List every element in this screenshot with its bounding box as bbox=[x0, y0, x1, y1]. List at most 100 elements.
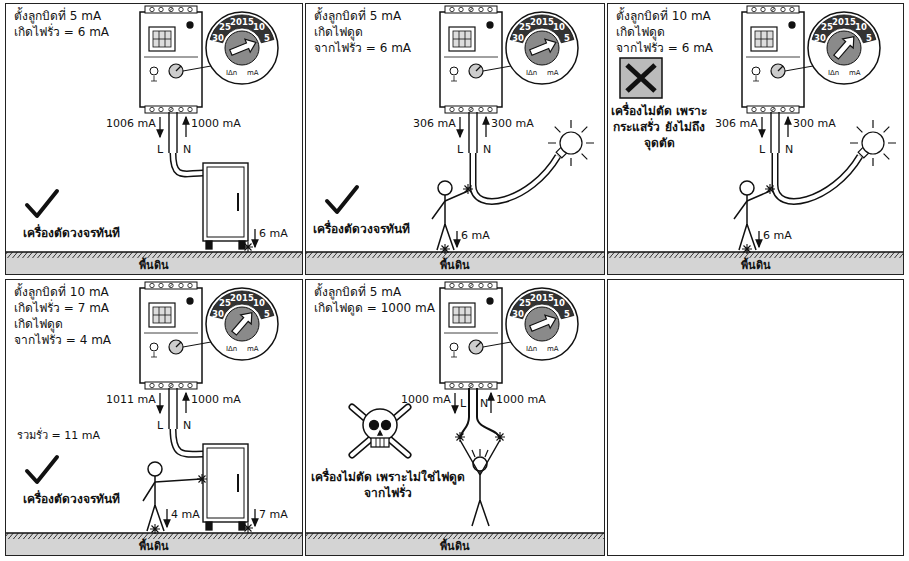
cable bbox=[473, 153, 558, 201]
dial-number: 30 bbox=[814, 33, 826, 44]
current-label: 1000 mA bbox=[496, 393, 546, 407]
ground-band: พื้นดิน bbox=[306, 252, 604, 274]
panel-leak-trip bbox=[27, 191, 57, 216]
dial-number: 10 bbox=[253, 298, 265, 309]
current-label: 6 mA bbox=[259, 227, 288, 241]
ground-label: พื้นดิน bbox=[306, 533, 604, 554]
dial-number: 5 bbox=[564, 33, 570, 44]
current-label: L bbox=[457, 143, 463, 157]
dial-number: 20 bbox=[832, 17, 844, 28]
current-label: N bbox=[785, 143, 793, 157]
panel-total-leak-trip bbox=[197, 474, 207, 484]
ground-band bbox=[6, 533, 302, 555]
dial-number: 20 bbox=[530, 17, 542, 28]
scenario-panel: ตั้งลูกบิดที่ 5 mAเกิดไฟดูด = 1000 mAพื้… bbox=[305, 279, 605, 556]
dial-number: 30 bbox=[512, 309, 524, 320]
ground-band: พื้นดิน bbox=[6, 252, 302, 274]
dial-number: 15 bbox=[542, 293, 554, 304]
ground-hatch bbox=[6, 252, 302, 258]
wire bbox=[469, 112, 477, 153]
dial-unit: IΔn bbox=[226, 69, 237, 78]
result-text: เครื่องตัดวงจรทันที bbox=[313, 221, 410, 237]
dial-number: 10 bbox=[553, 298, 565, 309]
current-label: 1011 mA bbox=[106, 393, 156, 407]
panel-direct-shock bbox=[306, 282, 604, 555]
dial-number: 5 bbox=[264, 309, 270, 320]
dial-number: 30 bbox=[512, 33, 524, 44]
scenario-text: จากไฟรั่ว = 6 mA bbox=[314, 40, 596, 56]
dial-number: 20 bbox=[230, 293, 242, 304]
ground-line bbox=[306, 532, 604, 533]
cable bbox=[473, 153, 558, 201]
dial-number: 30 bbox=[212, 309, 224, 320]
ground-line bbox=[608, 251, 903, 252]
panel-leak-trip bbox=[203, 163, 248, 249]
dial-number: 15 bbox=[242, 293, 254, 304]
leak-arrow bbox=[456, 231, 457, 247]
panel-shock-trip bbox=[463, 184, 473, 194]
panel-shock-no-trip bbox=[765, 184, 775, 194]
leak-arrow bbox=[166, 509, 167, 527]
panel-total-leak-trip bbox=[206, 288, 278, 360]
dial-number: 25 bbox=[519, 22, 531, 33]
current-arrow bbox=[490, 393, 491, 413]
scenario-panel: ตั้งลูกบิดที่ 10 mAเกิดไฟรั่ว = 7 mAเกิด… bbox=[5, 279, 303, 556]
dial-unit: mA bbox=[849, 69, 861, 78]
panel-direct-shock bbox=[440, 282, 502, 389]
wire-live bbox=[460, 388, 469, 439]
dial-unit: mA bbox=[247, 345, 259, 354]
ground-line bbox=[6, 532, 302, 533]
wire bbox=[771, 112, 779, 153]
leak-arrow bbox=[758, 231, 759, 247]
current-arrow bbox=[159, 393, 160, 413]
current-label: N bbox=[183, 419, 191, 433]
dial-number: 15 bbox=[542, 17, 554, 28]
panel-direct-shock bbox=[352, 407, 408, 455]
panel-leak-trip bbox=[6, 6, 302, 274]
current-label: L bbox=[157, 143, 163, 157]
dial-leader bbox=[785, 66, 813, 71]
current-arrow bbox=[454, 393, 455, 413]
ground-label: พื้นดิน bbox=[608, 252, 903, 273]
person-arm bbox=[432, 191, 468, 219]
ground-hatch bbox=[306, 533, 604, 539]
panel-leak-trip bbox=[140, 6, 202, 113]
dial-number: 25 bbox=[219, 22, 231, 33]
panel-direct-shock bbox=[506, 288, 578, 360]
current-label: L bbox=[460, 397, 466, 411]
dial-unit: IΔn bbox=[226, 345, 237, 354]
panel-shock-no-trip bbox=[808, 12, 880, 84]
dial-unit: IΔn bbox=[526, 69, 537, 78]
current-arrow bbox=[185, 393, 186, 413]
ground-hatch bbox=[306, 252, 604, 258]
dial-number: 15 bbox=[242, 17, 254, 28]
panel-shock-trip bbox=[306, 6, 604, 274]
current-arrow bbox=[185, 117, 186, 137]
ground-label: พื้นดิน bbox=[306, 252, 604, 273]
panel-direct-shock bbox=[495, 432, 505, 442]
current-label: 306 mA bbox=[715, 117, 758, 131]
current-label: 306 mA bbox=[413, 117, 456, 131]
panel-shock-no-trip bbox=[739, 181, 756, 250]
cable bbox=[173, 153, 203, 174]
panel-total-leak-trip bbox=[203, 444, 248, 530]
current-arrow bbox=[459, 117, 460, 137]
dial-number: 25 bbox=[821, 22, 833, 33]
hair bbox=[472, 449, 488, 457]
person-arm bbox=[143, 479, 201, 501]
result-text: เครื่องตัดวงจรทันที bbox=[23, 225, 120, 241]
leak-arrow bbox=[254, 229, 255, 247]
cross-box bbox=[620, 58, 662, 98]
dial-unit: IΔn bbox=[828, 69, 839, 78]
current-arrow bbox=[159, 117, 160, 137]
panel-leak-trip bbox=[243, 242, 253, 252]
panel-shock-no-trip bbox=[608, 6, 903, 274]
panel-shock-no-trip bbox=[831, 32, 859, 62]
ground-label: พื้นดิน bbox=[6, 252, 302, 273]
result-text: เครื่องไม่ตัด เพราะกระแสรั่ว ยังไม่ถึงจุ… bbox=[609, 103, 709, 151]
dial-number: 5 bbox=[866, 33, 872, 44]
panel-total-leak-trip bbox=[140, 282, 202, 389]
panel-shock-trip bbox=[506, 12, 578, 84]
ground-band bbox=[306, 252, 604, 274]
